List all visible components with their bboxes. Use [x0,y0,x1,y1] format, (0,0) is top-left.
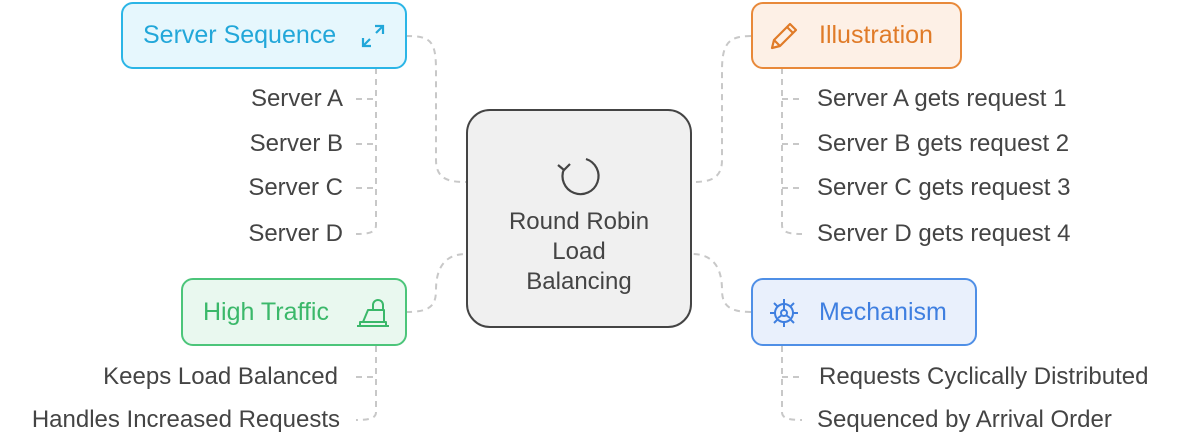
center-node: Round Robin Load Balancing [466,109,692,328]
center-title-line-1: Round Robin [508,208,650,235]
center-title: Round Robin Load Balancing [468,207,690,297]
server-sequence-item: Server C [248,174,343,201]
illustration-item: Server C gets request 3 [817,174,1071,201]
server-sequence-title: Server Sequence [143,21,337,49]
scale-icon [357,299,389,327]
mechanism-node: Mechanism [751,278,977,346]
server-sequence-item: Server A [250,85,343,112]
center-title-line-2: Load [552,238,606,265]
server-sequence-item: Server D [248,220,343,247]
pencil-icon [770,22,798,50]
mechanism-item: Sequenced by Arrival Order [817,406,1112,433]
high-traffic-item: Handles Increased Requests [31,406,340,433]
high-traffic-item: Keeps Load Balanced [103,363,338,390]
gear-icon [770,299,798,327]
illustration-item: Server B gets request 2 [817,130,1070,157]
mechanism-title: Mechanism [819,297,947,326]
illustration-title: Illustration [819,21,933,49]
mechanism-item: Requests Cyclically Distributed [819,363,1149,390]
cycle-arrow-icon [557,157,600,196]
high-traffic-node: High Traffic [181,278,407,346]
server-sequence-node: Server Sequence [121,2,407,69]
illustration-node: Illustration [751,2,962,69]
illustration-item: Server D gets request 4 [817,220,1071,247]
high-traffic-title: High Traffic [203,297,329,326]
center-title-line-3: Balancing [526,268,632,295]
server-sequence-item: Server B [249,130,343,157]
diagonal-arrows-icon [361,24,385,48]
illustration-item: Server A gets request 1 [817,85,1067,112]
